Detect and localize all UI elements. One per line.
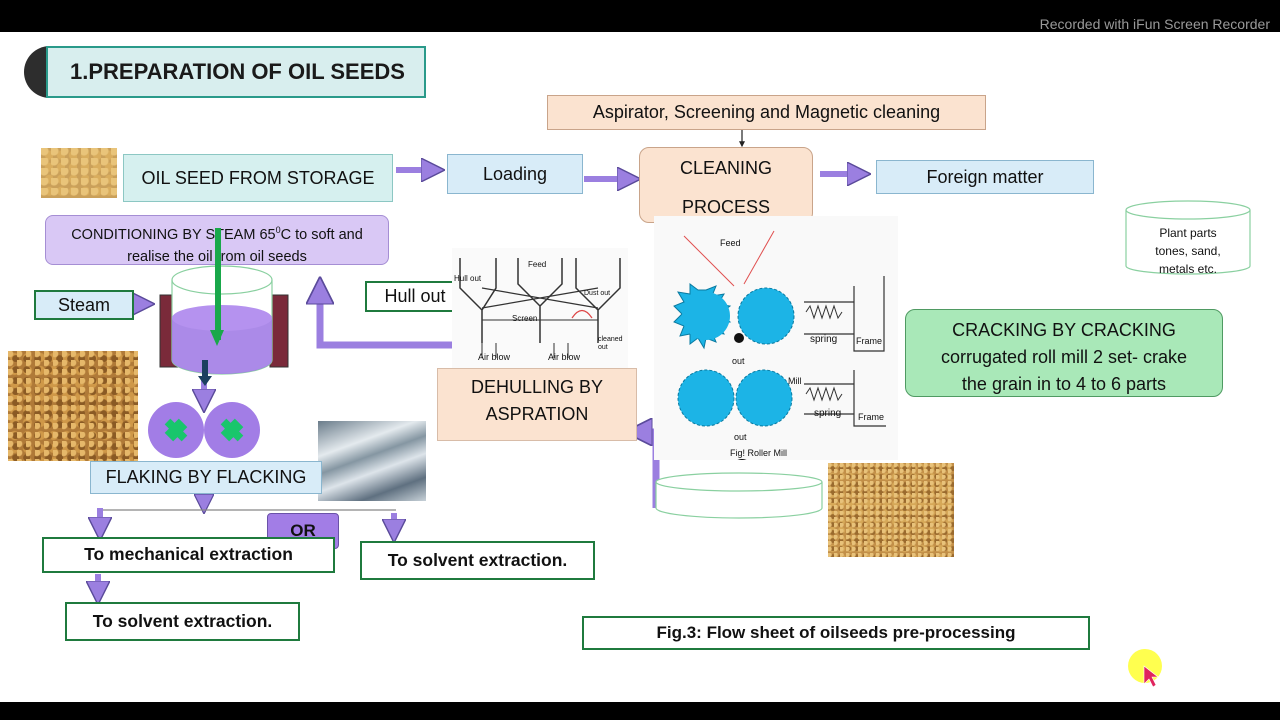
roller-mill-lines xyxy=(673,230,886,460)
cleaning-box: CLEANING PROCESS xyxy=(639,147,813,223)
roller-spring-1: spring xyxy=(810,334,838,345)
title-text: 1.PREPARATION OF OIL SEEDS xyxy=(46,46,426,98)
dehuller-cleaned-out: cleaned out xyxy=(598,336,623,351)
roller-out-2: out xyxy=(734,432,747,442)
cracking-line-2: corrugated roll mill 2 set- crake xyxy=(940,347,1188,367)
plant-parts-line-2: tones, sand, xyxy=(1155,244,1221,258)
figure-caption: Fig.3: Flow sheet of oilseeds pre-proces… xyxy=(582,616,1090,650)
recorder-watermark: Recorded with iFun Screen Recorder xyxy=(1039,16,1270,32)
flaking-box: FLAKING BY FLACKING xyxy=(90,461,322,494)
roller-feed-label: Feed xyxy=(720,238,741,248)
plant-parts-line-1: Plant parts xyxy=(1159,226,1217,240)
plant-parts-label: Plant parts tones, sand, metals etc. xyxy=(1130,224,1246,278)
hull-out-box: Hull out xyxy=(365,281,465,312)
storage-box: OIL SEED FROM STORAGE xyxy=(123,154,393,202)
roller-mill-sketch: Feed spring Frame out Mill spring Frame … xyxy=(654,216,898,460)
solvent-extraction-right-box: To solvent extraction. xyxy=(360,541,595,580)
arrow-mill-dehulling xyxy=(630,432,660,508)
cracked-grain-photo-left xyxy=(8,351,138,461)
conditioning-box: CONDITIONING BY STEAM 650C to soft and r… xyxy=(45,215,389,265)
conditioning-line-1: CONDITIONING BY STEAM 650C to soft and xyxy=(71,225,363,243)
plant-parts-line-3: metals etc. xyxy=(1158,262,1218,276)
aspirator-box: Aspirator, Screening and Magnetic cleani… xyxy=(547,95,986,130)
foreign-matter-box: Foreign matter xyxy=(876,160,1094,194)
dehuller-sketch-lines xyxy=(459,258,621,358)
dehulling-line-1: DEHULLING BY xyxy=(470,377,604,397)
arrow-dehulling-conditioning xyxy=(320,282,456,349)
steel-roller-photo xyxy=(318,421,426,501)
roller-mill-label: Mill xyxy=(788,376,802,386)
top-bar xyxy=(0,0,1280,32)
mechanical-extraction-box: To mechanical extraction xyxy=(42,537,335,573)
cleaning-line-1: CLEANING xyxy=(679,158,773,178)
dehuller-air-blow-2: Air blow xyxy=(548,352,581,362)
conditioning-line-2: realise the oil from oil seeds xyxy=(127,248,307,265)
cracking-line-3: the grain in to 4 to 6 parts xyxy=(961,374,1167,394)
roller-caption: Fig! Roller Mill xyxy=(730,448,788,458)
bottom-bar xyxy=(0,702,1280,720)
steam-box: Steam xyxy=(34,290,134,320)
roller-frame-2: Frame xyxy=(858,412,885,422)
solvent-extraction-left-box: To solvent extraction. xyxy=(65,602,300,641)
dehuller-dust-out: Dust out xyxy=(584,290,611,297)
soybean-photo xyxy=(41,148,117,198)
dehuller-feed: Feed xyxy=(528,260,547,269)
dehuller-air-blow-1: Air blow xyxy=(478,352,511,362)
slide-title: 1.PREPARATION OF OIL SEEDS xyxy=(24,46,426,98)
dehuller-hull-out: Hull out xyxy=(454,274,482,283)
cracked-grain-photo-right xyxy=(828,463,954,557)
loading-box: Loading xyxy=(447,154,583,194)
dehuller-sketch: Hull out Feed Screen Dust out cleaned ou… xyxy=(452,248,628,368)
roller-spring-2: spring xyxy=(814,408,842,419)
roller-out-1: out xyxy=(732,356,745,366)
roller-frame-1: Frame xyxy=(856,336,883,346)
dehuller-screen: Screen xyxy=(512,314,538,323)
cleaning-line-2: PROCESS xyxy=(681,197,771,217)
cracking-line-1: CRACKING BY CRACKING xyxy=(952,320,1176,340)
cracking-box: CRACKING BY CRACKING corrugated roll mil… xyxy=(905,309,1223,397)
dehulling-line-2: ASPRATION xyxy=(485,404,589,424)
dehulling-box: DEHULLING BY ASPRATION xyxy=(437,368,637,441)
